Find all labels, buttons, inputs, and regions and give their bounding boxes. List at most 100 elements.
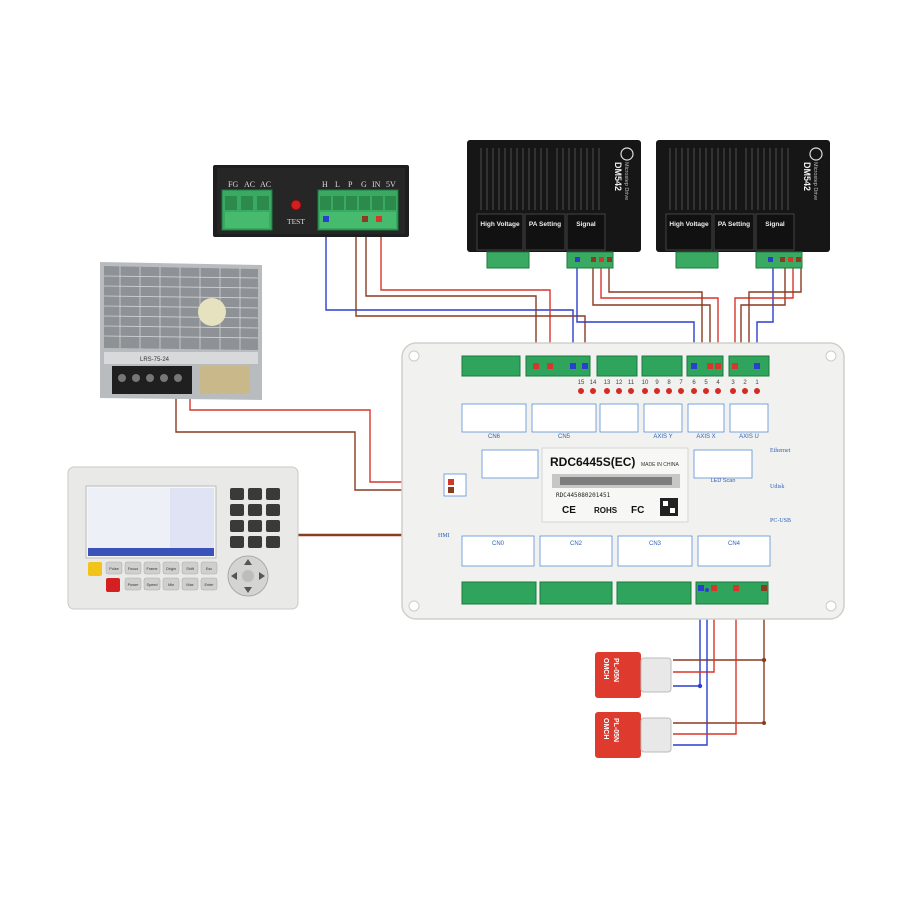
key-9[interactable] xyxy=(266,520,280,532)
key-speed[interactable] xyxy=(143,577,161,591)
group-axis-x: AXIS X xyxy=(696,434,715,440)
psu-right-label-4: IN xyxy=(372,180,381,189)
cert-fc: FC xyxy=(631,505,644,516)
pin-2: 2 xyxy=(743,380,747,386)
driver-section-pa-setting: PA Setting xyxy=(529,221,561,228)
key-6[interactable] xyxy=(266,504,280,516)
barcode xyxy=(560,477,672,485)
pin-7: 7 xyxy=(679,380,683,386)
driver2-brand-sub: Microstep Drive xyxy=(812,162,818,200)
key-min[interactable] xyxy=(162,577,180,591)
stop-key[interactable] xyxy=(106,578,120,592)
pin-13: 13 xyxy=(604,380,611,386)
key-1[interactable] xyxy=(230,488,244,500)
key-max[interactable] xyxy=(181,577,199,591)
key-label-esc: Esc xyxy=(206,567,212,571)
key-dot[interactable] xyxy=(266,536,280,548)
test-label: TEST xyxy=(287,217,305,226)
top-terminals xyxy=(461,355,770,377)
key-esc[interactable] xyxy=(200,561,218,575)
top-label-boxes xyxy=(461,403,769,433)
key-8[interactable] xyxy=(248,520,262,532)
key-minus[interactable] xyxy=(248,536,262,548)
key-label-enter: Enter xyxy=(204,583,214,587)
key-4[interactable] xyxy=(230,504,244,516)
key-3[interactable] xyxy=(266,488,280,500)
psu-right-label-1: L xyxy=(335,180,340,189)
test-button[interactable] xyxy=(290,199,302,211)
driver2-logo-icon xyxy=(809,147,823,161)
arrow-left-icon xyxy=(231,572,237,580)
driver2-model: DM542 xyxy=(802,162,812,191)
driver-brand-sub: Microstep Drive xyxy=(623,162,629,200)
group-cn4: CN4 xyxy=(728,541,741,547)
laser-power-supply: FG AC AC TEST H L P G IN 5V xyxy=(213,165,409,237)
key-label-focus: Focus xyxy=(128,567,138,571)
pin-15: 15 xyxy=(578,380,585,386)
key-label-speed: Speed xyxy=(147,583,158,587)
wire-psu-l xyxy=(325,225,574,355)
group-cn6: CN6 xyxy=(488,434,501,440)
status-leds xyxy=(578,388,760,394)
key-pulse[interactable] xyxy=(105,561,123,575)
cert-ce: CE xyxy=(562,505,576,516)
qr-code xyxy=(660,498,678,516)
stepper-driver-2: High Voltage PA Setting Signal DM542 Mic… xyxy=(656,140,830,269)
key-0[interactable] xyxy=(230,536,244,548)
key-label-min: Min xyxy=(168,583,174,587)
pin-10: 10 xyxy=(642,380,649,386)
cert-rohs: ROHS xyxy=(594,506,618,515)
wire-drv2-a xyxy=(756,268,774,355)
dpad-center[interactable] xyxy=(242,570,254,582)
wire-drv2-b xyxy=(740,268,786,355)
group-cn5: CN5 xyxy=(558,434,571,440)
psu-right-label-2: P xyxy=(348,180,353,189)
wires xyxy=(175,225,802,746)
arrow-right-icon xyxy=(259,572,265,580)
psu-left-label-0: FG xyxy=(228,180,238,189)
port-pc-usb: PC-USB xyxy=(770,518,791,524)
psu-left-label-1: AC xyxy=(244,180,255,189)
key-2[interactable] xyxy=(248,488,262,500)
key-enter[interactable] xyxy=(200,577,218,591)
group-cn2: CN2 xyxy=(570,541,583,547)
psu-left-label-2: AC xyxy=(260,180,271,189)
pin-4: 4 xyxy=(716,380,720,386)
pin-1: 1 xyxy=(755,380,759,386)
key-label-origin: Origin xyxy=(166,567,176,571)
pin-11: 11 xyxy=(628,380,635,386)
wire-drv2-c xyxy=(734,268,794,355)
wire-psu-in xyxy=(365,225,537,355)
pin-14: 14 xyxy=(590,380,597,386)
arrow-down-icon xyxy=(244,587,252,593)
group-axis-u: AXIS U xyxy=(739,434,759,440)
wire-drv1-d xyxy=(608,268,703,355)
key-frame[interactable] xyxy=(143,561,161,575)
psu-model-label: LRS-75-24 xyxy=(140,357,170,363)
limit-sensor-1: OMCH PL-05N xyxy=(595,652,672,698)
key-power-1[interactable] xyxy=(124,577,142,591)
key-7[interactable] xyxy=(230,520,244,532)
driver-section-signal: Signal xyxy=(576,221,596,228)
wire-drv2-d xyxy=(748,268,802,355)
controller-board: 15 14 13 12 11 10 9 8 7 6 5 4 3 2 1 xyxy=(401,342,845,620)
group-cn3: CN3 xyxy=(649,541,662,547)
port-udisk: Udisk xyxy=(770,484,784,490)
pin-6: 6 xyxy=(692,380,696,386)
key-5[interactable] xyxy=(248,504,262,516)
driver-logo-icon xyxy=(620,147,634,161)
key-label-power: Power xyxy=(128,583,139,587)
led-scan-label: LED Scan xyxy=(711,478,736,484)
limit-sensor-2: OMCH PL-05N xyxy=(595,712,672,758)
start-pause-key[interactable] xyxy=(88,562,102,576)
bottom-terminals xyxy=(461,581,769,605)
key-focus[interactable] xyxy=(124,561,142,575)
key-label-shift: Shift xyxy=(186,567,195,571)
port-ethernet: Ethernet xyxy=(770,448,791,454)
psu-right-label-3: G xyxy=(361,180,367,189)
sensor2-model: PL-05N xyxy=(612,718,619,742)
driver2-section-signal: Signal xyxy=(765,221,785,228)
key-origin[interactable] xyxy=(162,561,180,575)
wire-sensor2-red xyxy=(673,590,737,735)
key-shift[interactable] xyxy=(181,561,199,575)
